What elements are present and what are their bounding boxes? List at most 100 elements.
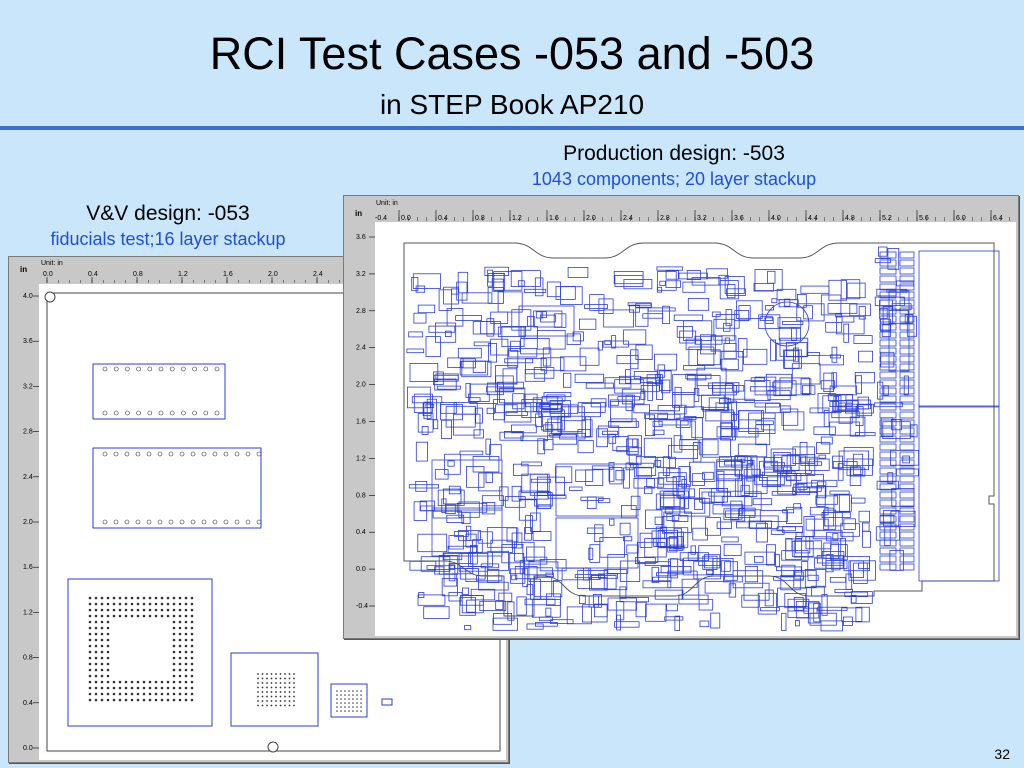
ball [94,638,98,642]
footprint [493,612,513,625]
pin [125,366,130,372]
ball [266,686,268,689]
ball [100,662,104,666]
footprint [786,454,816,476]
pin [102,410,108,416]
footprint [448,564,456,582]
footprint [540,357,565,371]
ball [130,608,134,612]
ball [106,698,110,702]
footprint [791,327,797,341]
ball [275,677,277,680]
footprint [738,305,751,321]
footprint [545,607,552,617]
ball [106,668,110,672]
footprint [547,494,567,499]
footprint [475,407,483,424]
ball [190,680,194,684]
footprint [415,480,428,492]
footprint [619,522,631,536]
y-tick-label: 2.0 [356,382,366,389]
footprint [817,606,848,611]
footprint [466,525,472,541]
pin [146,451,152,457]
footprint [760,607,780,612]
ball [293,673,295,675]
pin [234,451,240,457]
footprint [560,286,583,305]
ball [154,698,158,702]
footprint [809,612,837,626]
footprint [685,373,712,380]
footprint [699,620,710,628]
y-ruler: 3.63.22.82.42.01.61.20.80.40.0-0.4 [356,234,375,610]
footprint [525,515,533,535]
footprint [445,330,452,338]
ball [124,596,128,600]
ball [261,700,264,702]
footprint [879,459,897,467]
footprint [737,338,748,358]
ball [118,692,122,696]
footprint [829,421,861,436]
footprint [646,477,665,488]
ball [106,596,110,600]
pin [124,451,130,457]
footprint [706,268,729,279]
ball [136,596,140,600]
ball [118,698,122,702]
ball [266,673,268,675]
footprint [825,322,843,333]
footprint [446,514,465,524]
footprint [879,507,897,515]
footprint [569,486,583,491]
ball [94,668,98,672]
footprint [771,491,796,496]
footprint [750,377,766,382]
ball [190,596,194,600]
footprint [685,338,702,350]
footprint [615,470,625,481]
ball [270,704,273,707]
ball [275,704,277,707]
footprint [879,411,897,419]
ball [130,698,134,702]
pin [212,451,218,457]
footprint [510,568,526,584]
footprint [827,303,858,314]
footprint [800,378,812,395]
footprint [896,280,915,287]
ball [106,644,110,648]
footprint [699,439,719,456]
footprint [741,594,760,608]
ball [352,702,354,704]
footprint [673,435,683,453]
footprint [899,515,915,523]
footprint [879,371,897,379]
footprint [462,587,469,595]
ball [88,686,92,690]
footprint [694,335,723,345]
footprint [899,427,915,435]
footprint [754,376,777,396]
ball [172,638,176,642]
ball [124,602,128,606]
footprint [654,589,684,600]
footprint [603,309,635,328]
footprint [879,307,897,315]
pin [113,451,119,457]
ball [94,650,98,654]
footprint [791,363,821,385]
footprint [811,479,838,487]
ball [112,596,116,600]
ball [293,677,295,680]
x-tick-label: 2.4 [623,215,633,222]
ball [190,614,194,618]
ball [100,620,104,624]
footprint [688,346,715,367]
ball [284,704,286,707]
footprint [633,466,652,478]
